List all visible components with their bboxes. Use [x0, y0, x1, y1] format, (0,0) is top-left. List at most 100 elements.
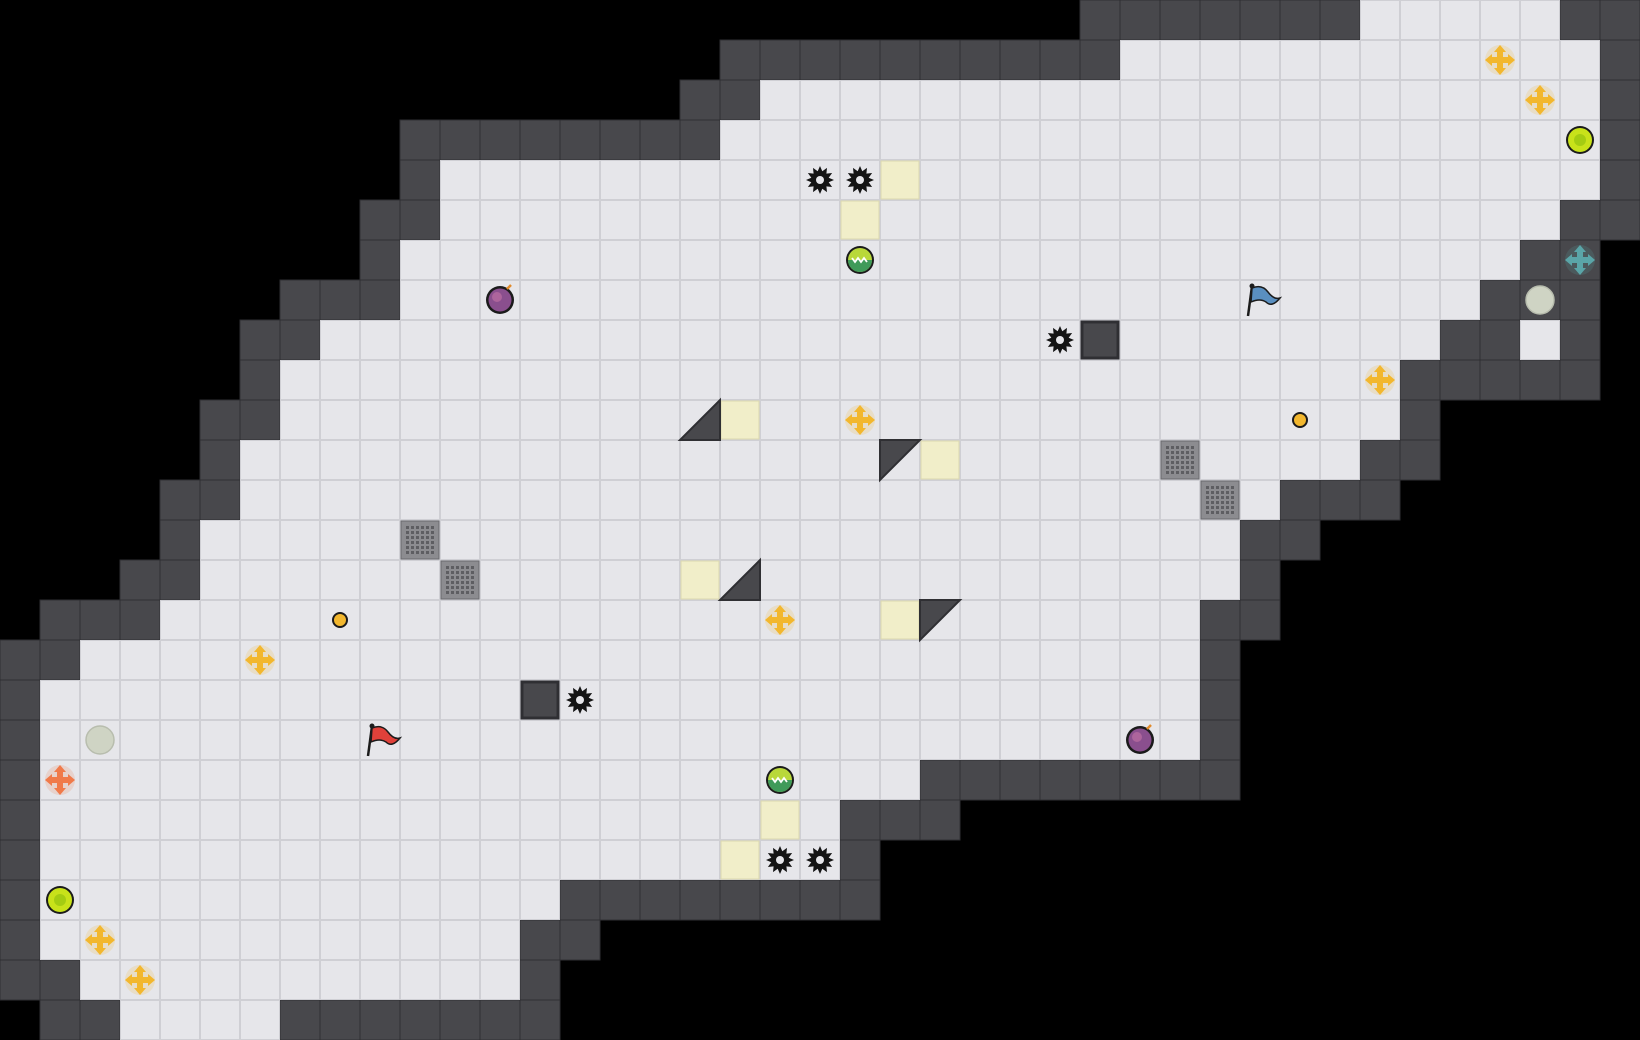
spike-icon [766, 846, 794, 874]
floor-tile [1160, 120, 1200, 160]
floor-tile [520, 480, 560, 520]
yellow-booster-icon[interactable] [125, 965, 155, 995]
grating-hole [421, 541, 424, 544]
grating-hole [1166, 456, 1169, 459]
wall-tile [0, 759, 41, 801]
wall-tile [0, 959, 41, 1001]
grating-hole [1181, 446, 1184, 449]
wall-tile [479, 119, 521, 161]
grating-hole [1186, 471, 1189, 474]
floor-tile [1280, 360, 1320, 400]
floor-tile [1160, 520, 1200, 560]
booster-arrow [854, 428, 866, 435]
floor-tile [800, 720, 840, 760]
grating-hole [1176, 451, 1179, 454]
grating-hole [1216, 501, 1219, 504]
floor-tile [360, 880, 400, 920]
floor-tile [1160, 280, 1200, 320]
floor-tile [200, 960, 240, 1000]
floor-tile [520, 440, 560, 480]
portal-icon[interactable] [46, 886, 74, 914]
wall-tile [1359, 439, 1401, 481]
floor-tile [920, 280, 960, 320]
yellow-booster-icon[interactable] [85, 925, 115, 955]
floor-tile [480, 440, 520, 480]
grating-hole [416, 536, 419, 539]
booster-arrow [68, 774, 75, 786]
floor-tile [160, 720, 200, 760]
floor-tile [600, 240, 640, 280]
floor-tile [1480, 80, 1520, 120]
wall-wedge [717, 557, 761, 601]
floor-tile [1320, 400, 1360, 440]
floor-tile [440, 320, 480, 360]
floor-tile [560, 800, 600, 840]
booster-arrow [1388, 374, 1395, 386]
floor-tile [640, 360, 680, 400]
floor-tile [280, 840, 320, 880]
grating-hole [1171, 456, 1174, 459]
floor-tile [1400, 80, 1440, 120]
booster-arrow [1534, 85, 1546, 92]
floor-tile [760, 80, 800, 120]
grating-hole [451, 576, 454, 579]
blue-booster-icon[interactable] [1565, 245, 1595, 275]
floor-tile [240, 560, 280, 600]
gate-button-icon[interactable] [766, 766, 794, 794]
floor-tile [800, 200, 840, 240]
booster-bar [1530, 97, 1550, 103]
yellow-booster-icon[interactable] [845, 405, 875, 435]
booster-arrow [85, 934, 92, 946]
booster-arrow [1534, 108, 1546, 115]
speed-pad [680, 560, 720, 600]
spike-core [576, 696, 584, 704]
red-flag-icon[interactable] [366, 723, 403, 757]
grating-hole [1221, 506, 1224, 509]
yellow-booster-icon[interactable] [1485, 45, 1515, 75]
wall-tile [919, 799, 961, 841]
wall-tile [0, 839, 41, 881]
yellow-booster-icon[interactable] [245, 645, 275, 675]
floor-tile [920, 480, 960, 520]
blue-flag-icon[interactable] [1246, 283, 1283, 317]
grating-hole [461, 576, 464, 579]
wall-tile [999, 39, 1041, 81]
floor-tile [200, 600, 240, 640]
floor-tile [1040, 680, 1080, 720]
portal-icon[interactable] [1566, 126, 1594, 154]
floor-tile [520, 320, 560, 360]
spike-core [1056, 336, 1064, 344]
floor-tile [1080, 280, 1120, 320]
wall-tile [1599, 39, 1640, 81]
bomb-fuse [506, 284, 512, 290]
red-booster-icon[interactable] [45, 765, 75, 795]
floor-tile [1040, 480, 1080, 520]
floor-tile [680, 360, 720, 400]
floor-tile [1320, 320, 1360, 360]
gate-button-icon[interactable] [846, 246, 874, 274]
spike-core [776, 856, 784, 864]
grating-hole [1171, 461, 1174, 464]
floor-tile [360, 520, 400, 560]
floor-tile [280, 600, 320, 640]
floor-tile [1000, 240, 1040, 280]
floor-tile [1040, 520, 1080, 560]
floor-tile [1120, 120, 1160, 160]
wall-tile [399, 159, 441, 201]
grating-hole [466, 586, 469, 589]
floor-tile [320, 640, 360, 680]
grating-hole [1231, 506, 1234, 509]
floor-tile [480, 640, 520, 680]
floor-tile [560, 520, 600, 560]
grating-hole [1181, 451, 1184, 454]
floor-tile [800, 120, 840, 160]
yellow-booster-icon[interactable] [1525, 85, 1555, 115]
yellow-booster-icon[interactable] [1365, 365, 1395, 395]
grating-hole [451, 586, 454, 589]
floor-tile [160, 960, 200, 1000]
yellow-booster-icon[interactable] [765, 605, 795, 635]
floor-tile [480, 840, 520, 880]
floor-tile [920, 80, 960, 120]
floor-tile [1360, 120, 1400, 160]
